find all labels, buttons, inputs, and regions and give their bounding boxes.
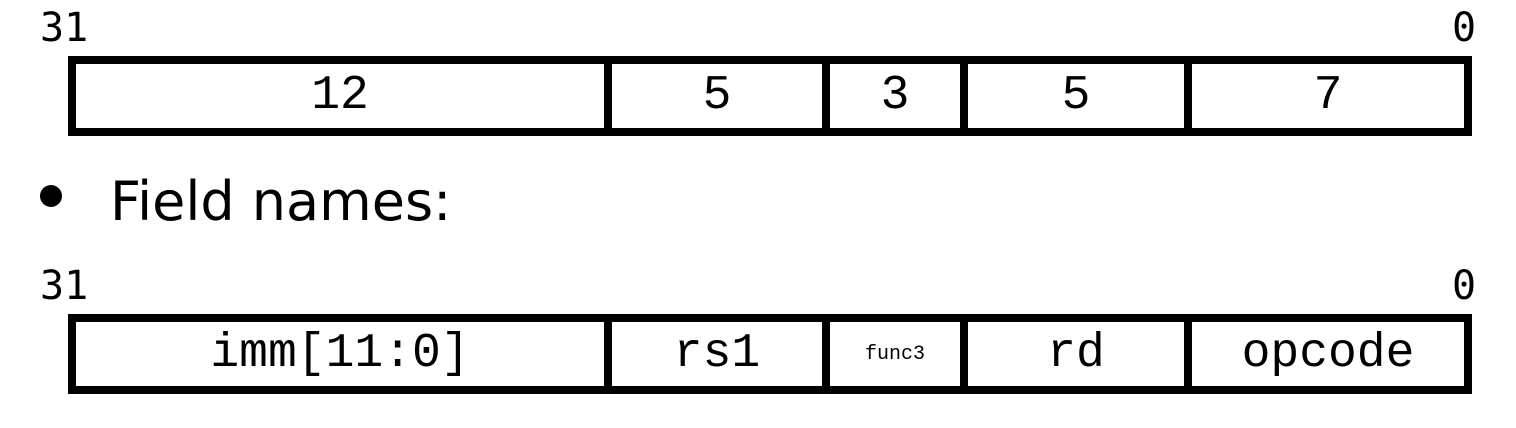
bottom-lsb-label: 0 xyxy=(1452,263,1477,309)
bottom-field-opcode: opcode xyxy=(1241,327,1415,381)
top-field-rs1-width: 5 xyxy=(612,64,830,128)
bullet-text: Field names: xyxy=(110,170,452,233)
bottom-field-imm: imm[11:0] xyxy=(76,322,612,386)
bullet-dot-icon xyxy=(40,184,62,207)
bottom-field-rd: rd xyxy=(968,322,1192,386)
top-instruction-format: 12 5 3 5 7 xyxy=(68,56,1472,136)
bottom-instruction-format: imm[11:0] rs1 func3 rd opcode xyxy=(68,314,1472,394)
top-lsb-label: 0 xyxy=(1452,5,1477,51)
top-msb-label: 31 xyxy=(40,5,89,51)
bottom-msb-label: 31 xyxy=(40,263,89,309)
bottom-field-rs1: rs1 xyxy=(612,322,830,386)
top-field-imm-width: 12 xyxy=(76,64,612,128)
top-field-func3-width: 3 xyxy=(830,64,968,128)
top-field-opcode-width: 7 xyxy=(1313,69,1343,123)
bottom-field-func3: func3 xyxy=(830,322,968,386)
bullet-field-names: Field names: xyxy=(40,170,451,233)
top-field-rd-width: 5 xyxy=(968,64,1192,128)
